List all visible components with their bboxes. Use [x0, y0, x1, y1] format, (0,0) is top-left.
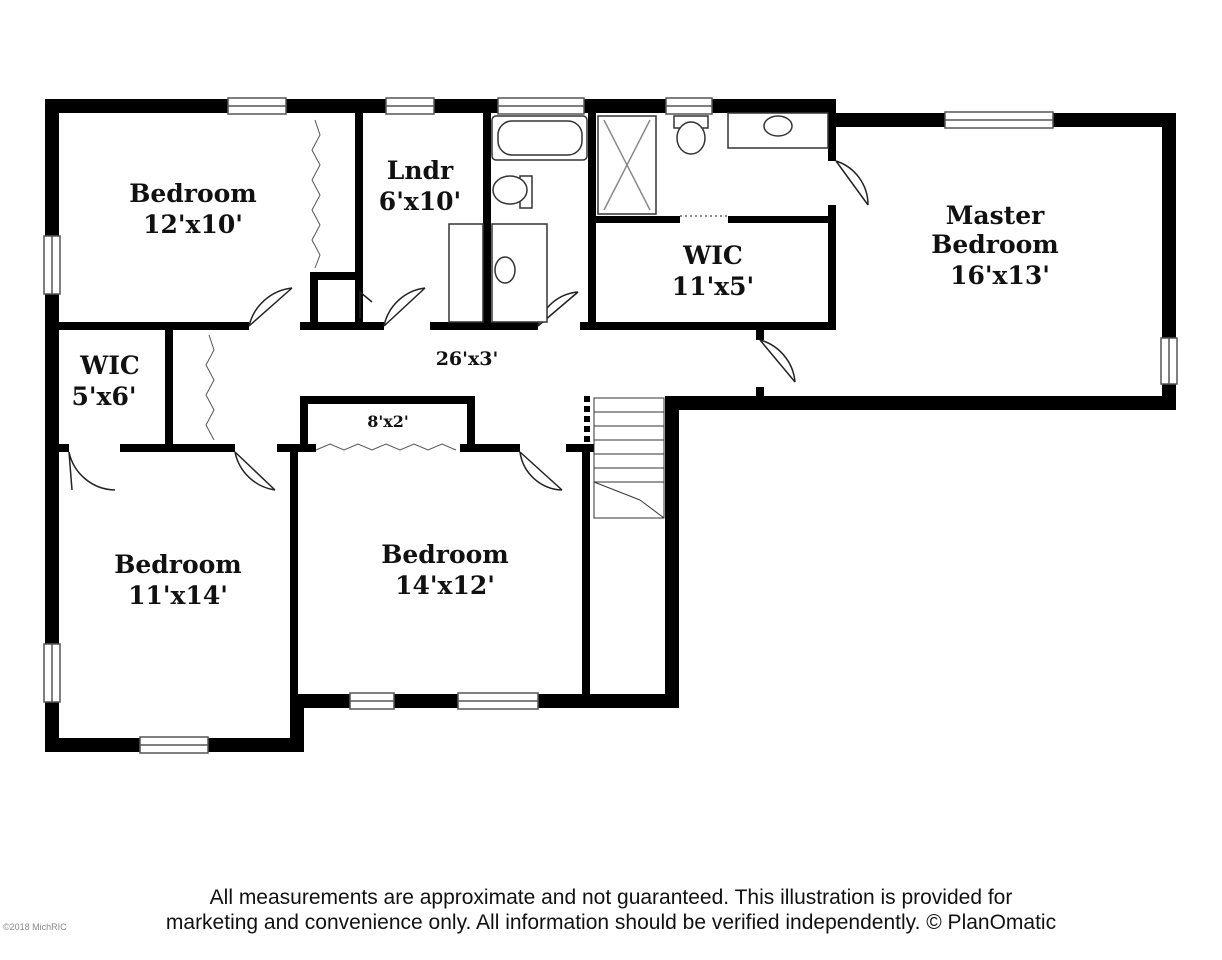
room-name-bedroom-s: Bedroom [381, 540, 509, 569]
room-name-wic-west: WIC [79, 351, 140, 380]
windows [43, 97, 1178, 754]
room-name-laundry: Lndr [387, 156, 454, 185]
disclaimer: All measurements are approximate and not… [0, 885, 1222, 935]
room-name-bedroom-sw: Bedroom [114, 550, 242, 579]
disclaimer-line-2: marketing and convenience only. All info… [165, 911, 1057, 934]
room-size-wic-west: 5'x6' [71, 382, 136, 411]
floor-plan: Bedroom 12'x10' Lndr 6'x10' WIC 11'x5' M… [43, 97, 1178, 754]
room-name-wic-upper: WIC [682, 241, 743, 270]
bath-fixtures [448, 112, 829, 323]
watermark: ©2018 MichRIC [3, 922, 67, 932]
room-name-master-line1: Master [946, 201, 1045, 230]
room-size-bedroom-sw: 11'x14' [128, 581, 228, 610]
room-size-laundry: 6'x10' [379, 187, 461, 216]
room-size-bedroom-nw: 12'x10' [143, 210, 243, 239]
room-size-master: 16'x13' [950, 261, 1050, 290]
room-name-bedroom-nw: Bedroom [129, 179, 257, 208]
room-size-bedroom-s: 14'x12' [395, 571, 495, 600]
disclaimer-line-1: All measurements are approximate and not… [209, 886, 1013, 909]
room-size-wic-upper: 11'x5' [672, 272, 754, 301]
interior-walls [59, 113, 836, 708]
stair-rail [584, 396, 590, 442]
stairs [593, 397, 665, 519]
room-name-master-line2: Bedroom [931, 230, 1059, 259]
bifold-doors [205, 119, 457, 451]
room-size-closet: 8'x2' [367, 412, 409, 431]
room-size-hall: 26'x3' [436, 348, 499, 370]
